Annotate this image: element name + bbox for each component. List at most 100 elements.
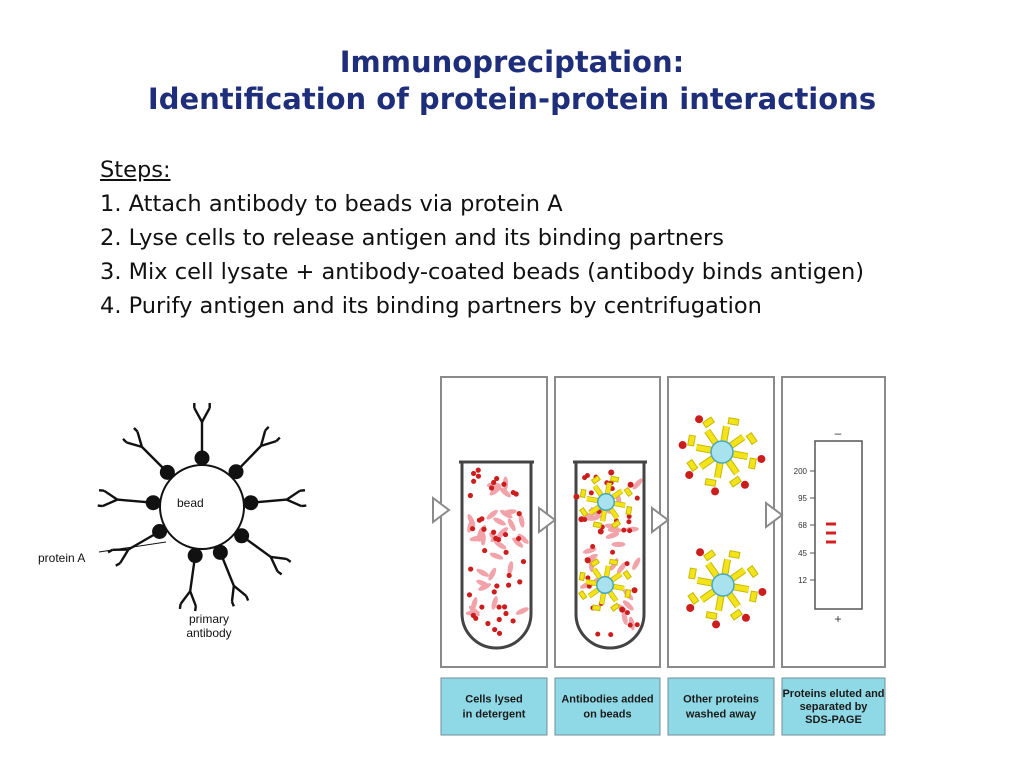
protein-dot bbox=[494, 475, 500, 482]
protein-dot bbox=[469, 526, 476, 532]
bound-antigen bbox=[619, 606, 626, 613]
antibody-arm bbox=[126, 441, 143, 449]
caption-text: on beads bbox=[583, 709, 631, 721]
antibody-arm-block bbox=[623, 486, 633, 497]
bound-antigen bbox=[686, 603, 695, 612]
lysed-cell-fragment bbox=[611, 541, 626, 547]
protein-a-dot bbox=[187, 548, 203, 564]
antibody-arm-tip bbox=[276, 570, 283, 576]
antibody-bar-fill bbox=[700, 588, 717, 602]
antibody-stem bbox=[221, 557, 235, 587]
lysed-cell-fragment bbox=[507, 518, 516, 532]
antibody-arm-block bbox=[625, 505, 633, 516]
antibody-arm-block bbox=[702, 416, 716, 429]
step-arrow bbox=[432, 496, 451, 524]
antibody-arm-block bbox=[608, 558, 619, 566]
protein-dot bbox=[595, 631, 601, 637]
protein-dot bbox=[475, 467, 481, 473]
bound-antigen bbox=[758, 587, 767, 596]
antibody-bar-fill bbox=[588, 504, 601, 515]
lysed-cell-fragment bbox=[617, 561, 627, 574]
antibody-bar-fill bbox=[605, 482, 612, 495]
protein-a-dot bbox=[159, 464, 175, 480]
antibody-arm-block bbox=[579, 507, 589, 518]
antibody-stem bbox=[256, 498, 287, 504]
antibody-stem bbox=[245, 538, 272, 558]
antibody-bar-fill bbox=[611, 489, 624, 500]
antibody-bar-fill bbox=[716, 594, 724, 612]
protein-dot bbox=[492, 626, 498, 633]
antibody-bar-fill bbox=[722, 558, 730, 576]
gel-minus-sign: – bbox=[835, 426, 842, 440]
protein-dot bbox=[501, 604, 508, 610]
lysed-cell-fragment bbox=[499, 487, 511, 498]
protein-dot bbox=[485, 620, 491, 627]
protein-dot bbox=[627, 622, 633, 628]
mw-marker-label: 200 bbox=[794, 467, 808, 476]
antibody-arm-block bbox=[589, 558, 600, 568]
lysed-cell-fragment bbox=[478, 583, 492, 591]
gel-band bbox=[826, 531, 836, 535]
bound-antigen bbox=[578, 516, 585, 523]
lysed-cell-fragment bbox=[512, 537, 524, 548]
antibody-arm-block bbox=[727, 417, 740, 426]
antibody-arm bbox=[103, 489, 118, 501]
antibody-arm-block bbox=[728, 550, 741, 559]
antibody-arm-block bbox=[624, 588, 632, 599]
antibody-arm bbox=[102, 498, 118, 508]
antibody-arm-block bbox=[687, 591, 700, 605]
antibody-bar-fill bbox=[699, 455, 716, 469]
protein-a-dot bbox=[234, 528, 250, 544]
step-arrow bbox=[538, 506, 557, 534]
protein-dot bbox=[510, 489, 516, 496]
antibody-arm-block bbox=[578, 571, 586, 582]
protein-dot bbox=[491, 479, 497, 486]
protein-dot bbox=[488, 485, 495, 491]
steps-heading: Steps: bbox=[100, 157, 171, 183]
lysed-cell-fragment bbox=[582, 547, 597, 554]
antibody-arm-tip bbox=[264, 425, 270, 432]
protein-a-dot bbox=[145, 495, 161, 511]
protein-dot bbox=[503, 610, 509, 617]
bound-antigen bbox=[757, 454, 766, 463]
antibody-bar-fill bbox=[721, 425, 729, 443]
protein-dot bbox=[590, 543, 596, 549]
antibody-bar-fill bbox=[608, 507, 619, 520]
antibody-bar-fill bbox=[613, 501, 626, 508]
antibody-arm-tip bbox=[285, 557, 292, 563]
antibody-arm bbox=[193, 407, 204, 423]
caption-text: Proteins eluted and bbox=[782, 688, 884, 700]
step-3: 3. Mix cell lysate + antibody-coated bea… bbox=[100, 259, 865, 285]
protein-dot bbox=[466, 592, 473, 598]
antibody-arm bbox=[286, 489, 301, 501]
mw-marker-label: 95 bbox=[798, 494, 807, 503]
bound-antigen bbox=[685, 470, 694, 479]
lysed-cell-fragment bbox=[507, 561, 514, 575]
antibody-stem bbox=[239, 445, 262, 469]
protein-dot bbox=[624, 561, 630, 567]
protein-dot bbox=[475, 473, 482, 479]
protein-dot bbox=[582, 475, 588, 481]
antibody-bar-fill bbox=[585, 579, 598, 586]
bead bbox=[710, 440, 734, 464]
caption-box bbox=[781, 677, 886, 736]
antibody-arm bbox=[259, 430, 267, 447]
antibody-arm bbox=[233, 584, 248, 597]
antibody-arm-block bbox=[579, 488, 587, 499]
protein-dot bbox=[517, 579, 523, 585]
caption-box bbox=[440, 677, 548, 736]
tube-cells-lysed bbox=[459, 460, 534, 650]
antibody-arm-block bbox=[746, 565, 759, 579]
antibody-arm-tip bbox=[115, 562, 121, 567]
antibody-bar-fill bbox=[726, 591, 740, 608]
bead bbox=[711, 573, 735, 597]
antibody-arm bbox=[119, 548, 130, 564]
bound-antigen bbox=[678, 441, 687, 450]
antibody-arm-tip bbox=[230, 601, 235, 607]
protein-a-pointer bbox=[98, 541, 167, 553]
antibody-arm-block bbox=[688, 567, 697, 580]
protein-dot bbox=[495, 536, 502, 543]
protein-dot bbox=[482, 547, 488, 554]
bound-antigen bbox=[608, 469, 615, 476]
